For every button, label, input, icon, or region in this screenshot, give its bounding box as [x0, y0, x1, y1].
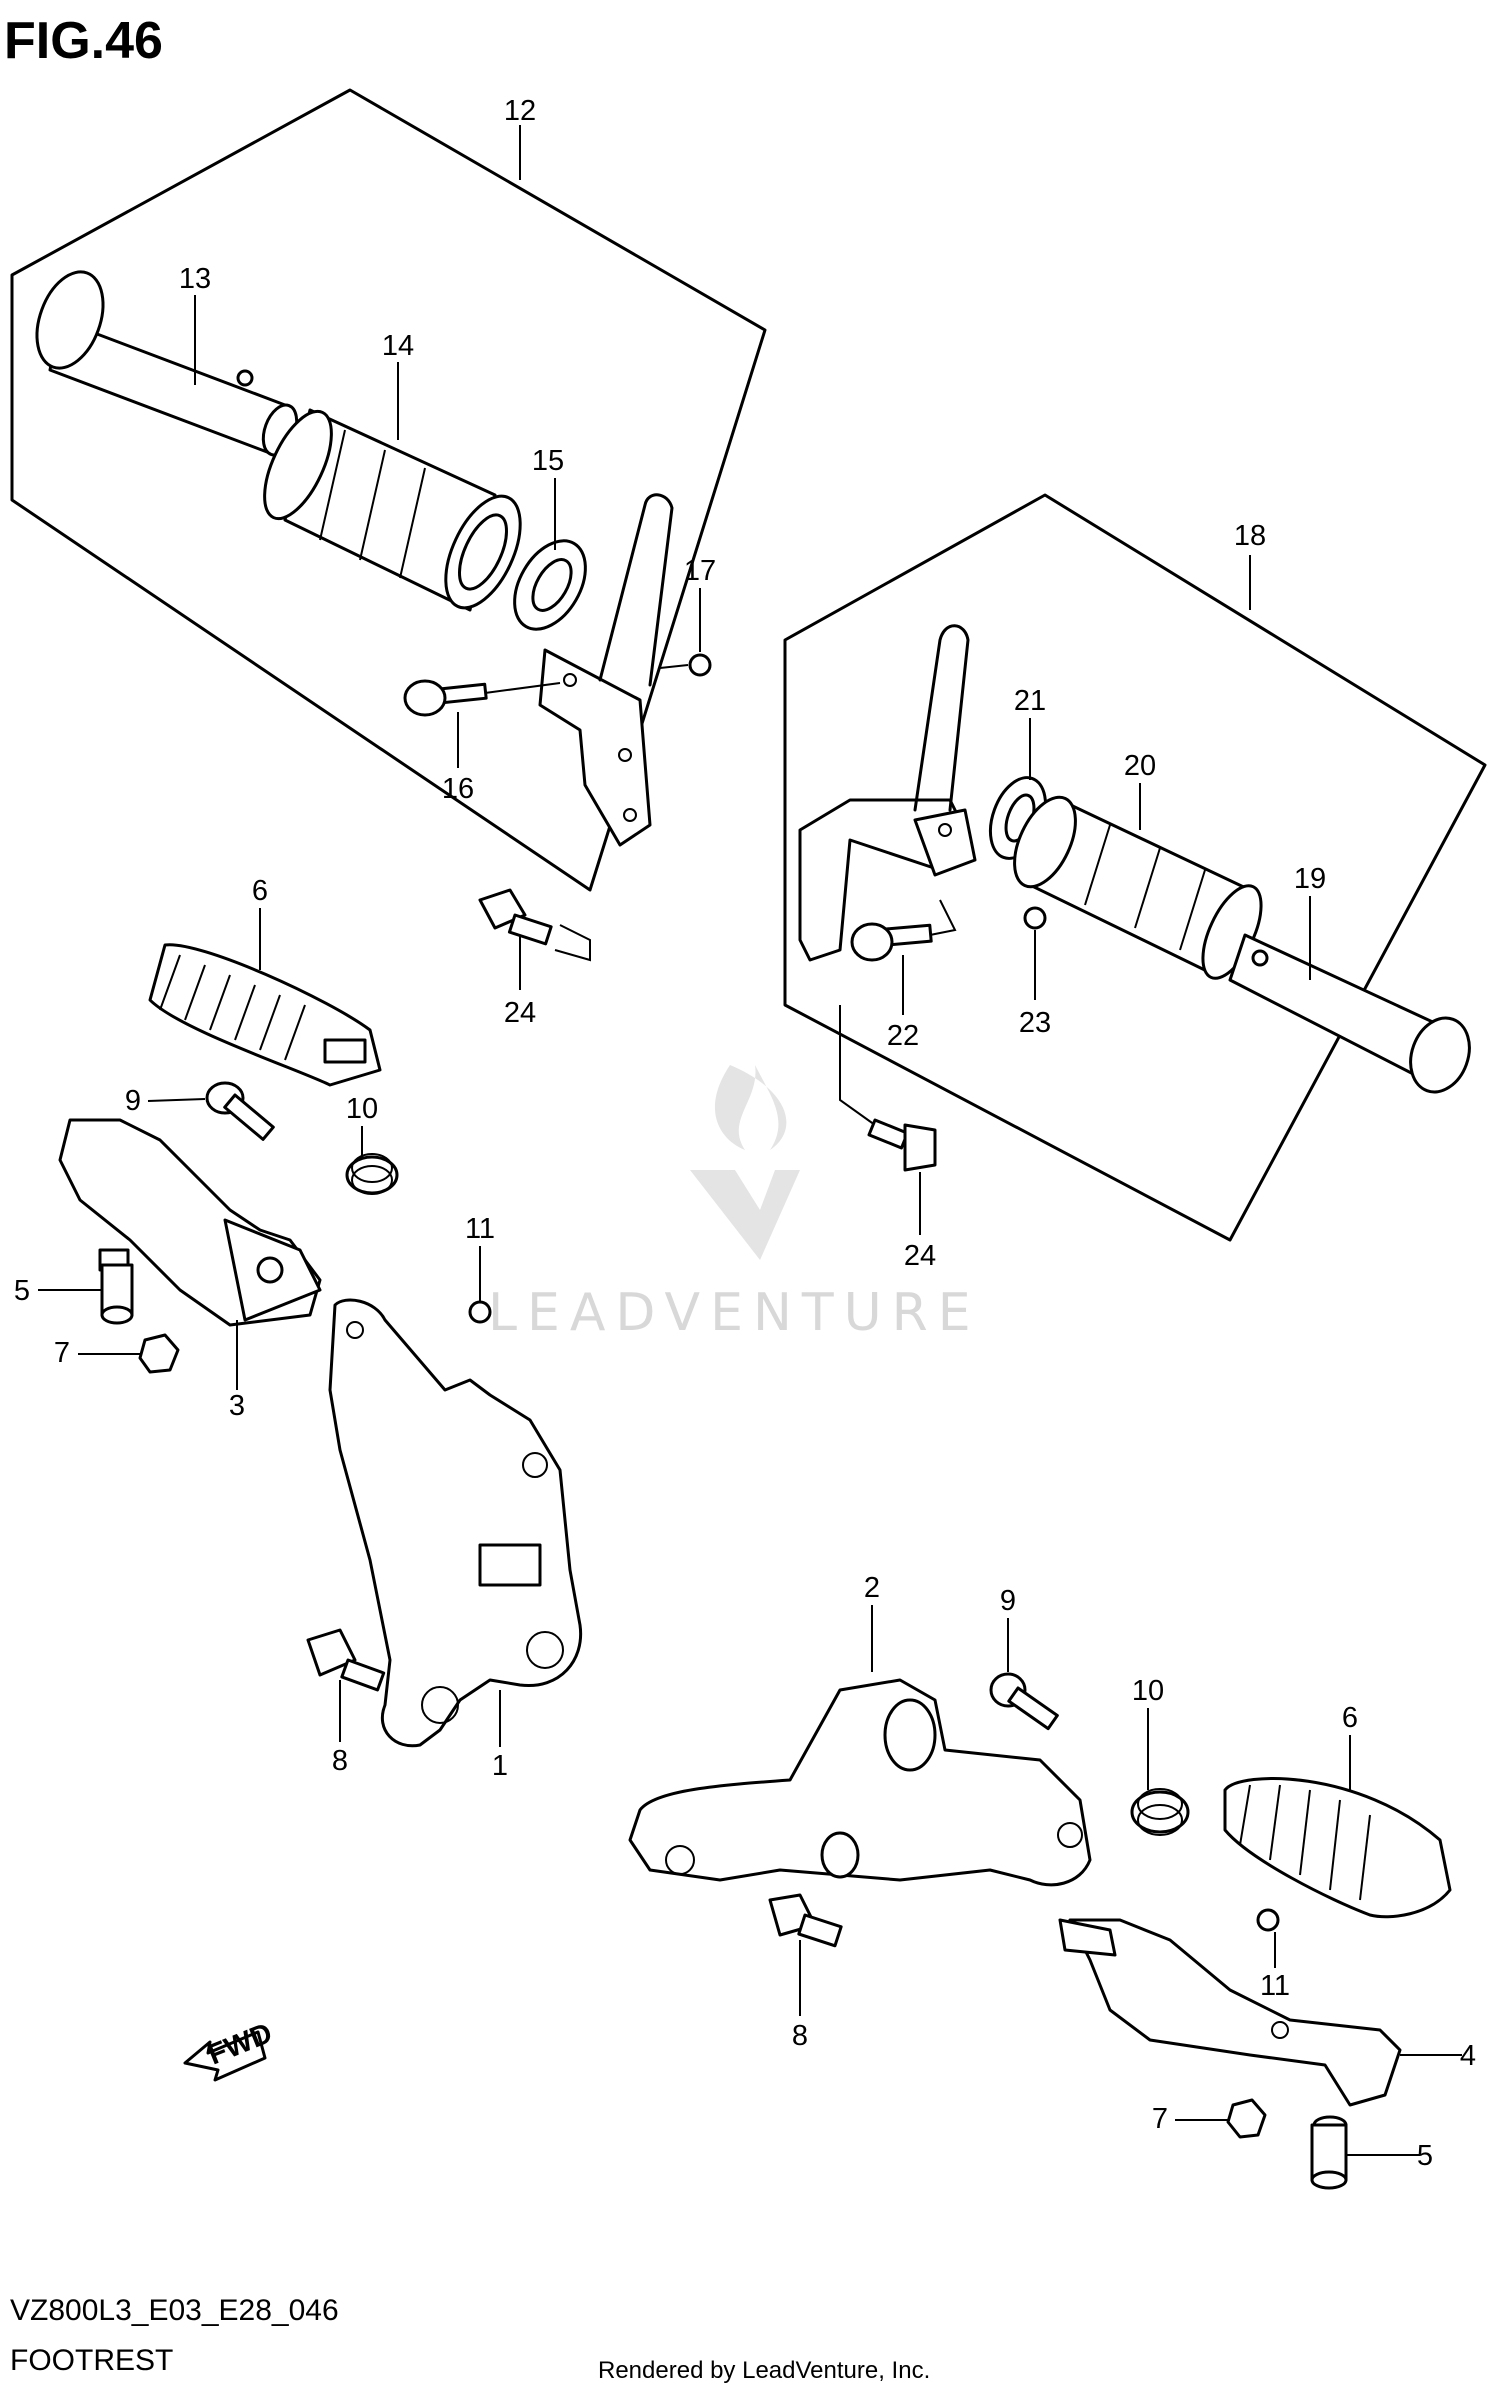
callout-24: 24 [504, 997, 536, 1029]
part-10-spring-right [1130, 1788, 1190, 1836]
rendered-by-credit: Rendered by LeadVenture, Inc. [598, 2357, 930, 2384]
callout-12: 12 [504, 95, 536, 127]
callout-9: 9 [125, 1085, 141, 1117]
callout-2: 2 [864, 1572, 880, 1604]
callout-5: 5 [1417, 2140, 1433, 2172]
callout-8: 8 [792, 2020, 808, 2052]
part-13-pin [35, 270, 299, 457]
figure-title: FIG.46 [4, 12, 163, 70]
callout-11: 11 [1260, 1970, 1290, 2002]
callout-21: 21 [1014, 685, 1046, 717]
svg-text:LEADVENTURE: LEADVENTURE [488, 1283, 981, 1343]
callout-8: 8 [332, 1745, 348, 1777]
part-22-clevis-pin [850, 899, 957, 962]
part-1-footrest-bracket [328, 1298, 583, 1748]
callout-7: 7 [1152, 2103, 1168, 2135]
part-20-footpeg-rubber [1013, 795, 1263, 980]
callout-17: 17 [684, 555, 716, 587]
part-11-cotter-left [468, 1300, 492, 1324]
callout-9: 9 [1000, 1585, 1016, 1617]
callout-4: 4 [1460, 2040, 1476, 2072]
leader-line-9 [147, 1098, 206, 1102]
part-7-nut-right [1226, 2098, 1267, 2139]
callout-11: 11 [465, 1213, 495, 1245]
part-17-cotter-pin [659, 653, 712, 677]
leadventure-watermark: LEADVENTURE [488, 1065, 981, 1343]
callout-1: 1 [492, 1750, 508, 1782]
callout-leader-lines [38, 128, 1462, 2156]
part-15-washer [513, 539, 587, 631]
section-name: FOOTREST [10, 2344, 173, 2377]
part-10-spring-left [345, 1153, 399, 1195]
part-6-rubber-right [1223, 1777, 1452, 1919]
part-14-footpeg-rubber [263, 408, 522, 612]
callout-6: 6 [252, 875, 268, 907]
callout-3: 3 [229, 1390, 245, 1422]
part-5-bolt-right [1310, 2115, 1348, 2190]
callout-15: 15 [532, 445, 564, 477]
part-8-bolt-right [768, 1893, 843, 1948]
part-23-cotter-pin [1023, 906, 1047, 930]
callout-19: 19 [1294, 863, 1326, 895]
part-16-clevis-pin [403, 679, 561, 717]
part-3-bracket-left [58, 1118, 322, 1327]
callout-5: 5 [14, 1275, 30, 1307]
callout-14: 14 [382, 330, 414, 362]
callout-7: 7 [54, 1337, 70, 1369]
callout-16: 16 [442, 773, 474, 805]
forward-direction-arrow: FWD [183, 2017, 277, 2082]
part-6-rubber-left [148, 943, 382, 1087]
callout-22: 22 [887, 1020, 919, 1052]
callout-24: 24 [904, 1240, 936, 1272]
part-2-footrest-bracket [628, 1678, 1092, 1887]
callout-20: 20 [1124, 750, 1156, 782]
part-9-pin-left [205, 1081, 275, 1141]
part-19-pin [1228, 933, 1471, 1094]
part-24-bolt-upper [478, 888, 591, 962]
part-24-bolt-lower [839, 1005, 937, 1172]
part-12-bracket [538, 493, 674, 847]
part-4-bracket-right [1058, 1918, 1402, 2107]
part-8-bolt-left [306, 1628, 386, 1692]
part-5-bolt-left [100, 1263, 134, 1325]
part-9-pin-right [989, 1672, 1059, 1731]
callout-10: 10 [1132, 1675, 1164, 1707]
model-code: VZ800L3_E03_E28_046 [10, 2294, 339, 2327]
part-7-nut-left [138, 1333, 180, 1374]
callout-10: 10 [346, 1093, 378, 1125]
callout-18: 18 [1234, 520, 1266, 552]
callout-6: 6 [1342, 1702, 1358, 1734]
part-11-cotter-right [1256, 1908, 1280, 1932]
part-18-bracket [798, 624, 977, 962]
callout-23: 23 [1019, 1007, 1051, 1039]
callout-13: 13 [179, 263, 211, 295]
